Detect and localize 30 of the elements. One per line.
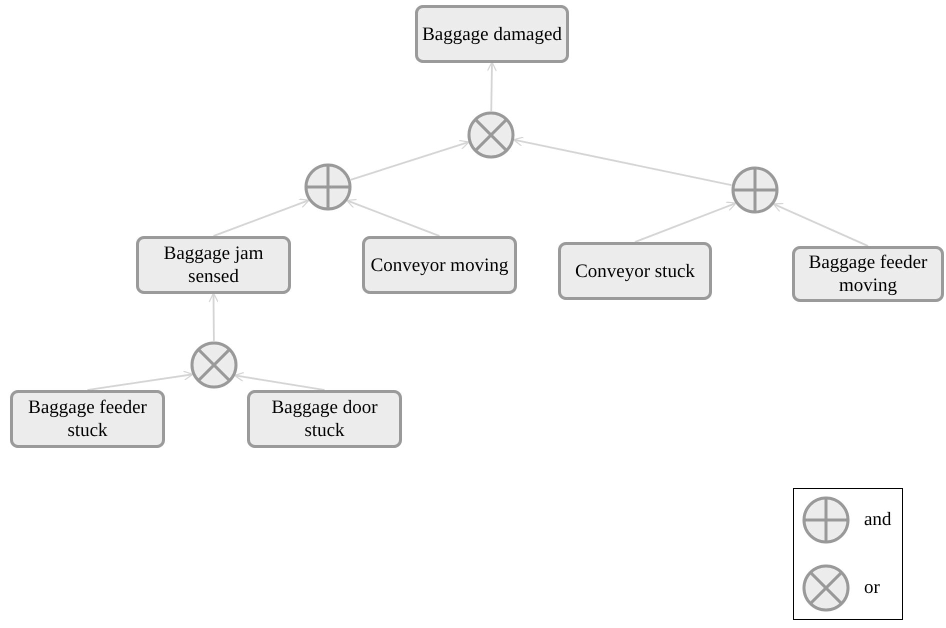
or-gate-symbol	[190, 341, 238, 389]
event-label: Baggage damaged	[422, 22, 562, 46]
legend-label: or	[864, 576, 880, 600]
and-gate-symbol	[731, 166, 779, 214]
event-label: Baggage feeder moving	[808, 251, 928, 297]
event-label: Baggage feeder stuck	[27, 396, 148, 442]
event-box	[10, 390, 165, 448]
event-box	[362, 236, 517, 294]
event-box	[792, 246, 944, 302]
or-gate-symbol	[467, 111, 515, 159]
and-gate-symbol	[304, 163, 352, 211]
arrow	[213, 198, 310, 237]
event-box	[247, 390, 402, 448]
arrow	[234, 372, 325, 391]
arrow	[513, 136, 732, 186]
event-label: Conveyor stuck	[575, 260, 695, 282]
arrow	[486, 62, 497, 112]
event-box	[136, 236, 291, 294]
arrow	[208, 292, 219, 341]
legend-label: and	[864, 508, 892, 532]
arrow	[346, 198, 440, 237]
arrow	[350, 140, 470, 181]
arrow	[634, 202, 737, 243]
arrow	[87, 370, 194, 391]
event-label: Conveyor moving	[370, 254, 508, 276]
event-box	[415, 5, 569, 63]
arrow	[772, 202, 868, 247]
event-label: Baggage jam sensed	[162, 242, 264, 288]
event-box	[558, 242, 712, 300]
event-label: Baggage door stuck	[270, 396, 379, 442]
